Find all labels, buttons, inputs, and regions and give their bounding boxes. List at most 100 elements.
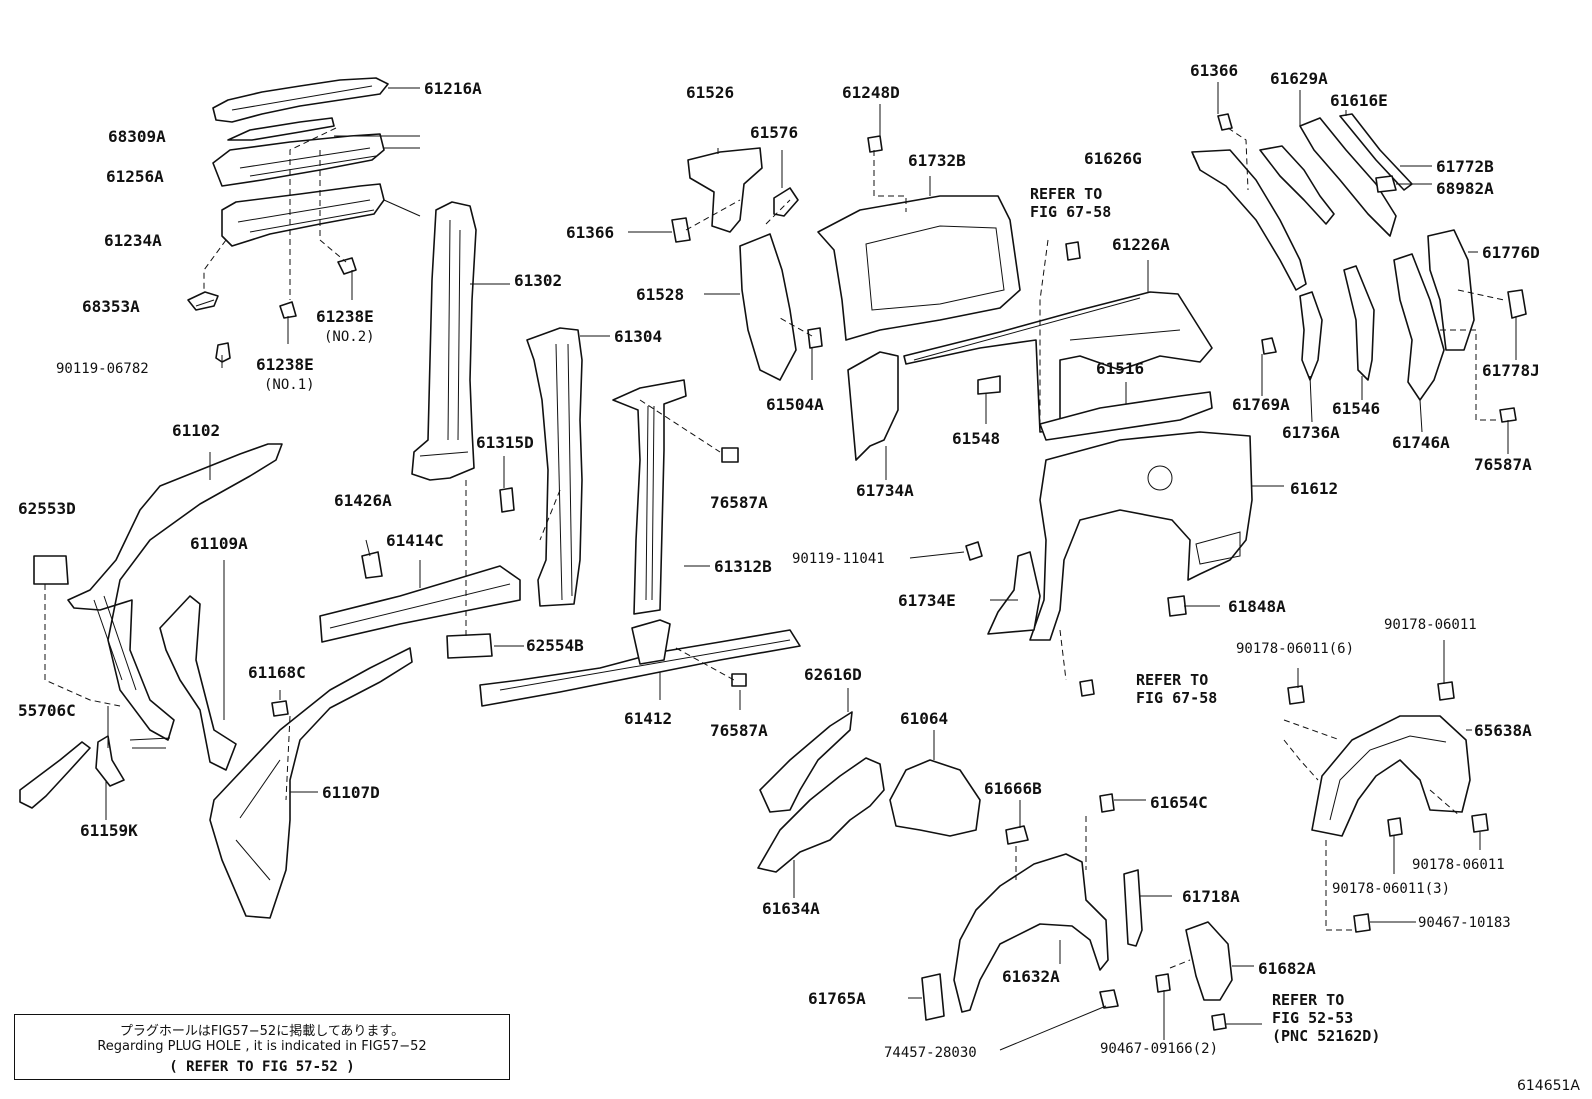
note-line-japanese: プラグホールはFIG57−52に掲載してあります。 [119,1024,405,1039]
part-61546 [1343,265,1375,381]
callout-61616E: 61616E [1330,91,1388,110]
callout-65638A: 65638A [1474,721,1532,740]
part-76587A-1 [721,447,739,463]
part-61109A [159,595,237,771]
callout-61168C: 61168C [248,663,306,682]
part-61769A [1261,337,1277,355]
callout-61238E-no2: 61238E [316,307,374,326]
part-61234A [221,183,385,247]
callout-90178-06011-r: 90178-06011 [1412,857,1505,873]
part-61248D [867,135,883,153]
callout-61629A: 61629A [1270,69,1328,88]
part-61778J [1507,289,1527,319]
part-61734E [987,551,1041,635]
dashed-assembly-lines [44,127,1505,969]
refer-to-pnc: (PNC 52162D) [1272,1027,1381,1045]
callout-90178-06011-6: 90178-06011(6) [1236,641,1355,657]
part-clip-90467-10183 [1353,913,1371,933]
part-61226A [903,291,1213,433]
callout-no2: (NO.2) [324,329,375,345]
callout-61682A: 61682A [1258,959,1316,978]
part-61302-ribs [419,219,469,457]
part-76587A-3 [1499,407,1517,423]
part-61626G [1191,149,1307,291]
part-61548 [977,375,1001,395]
part-61576 [773,187,799,217]
part-61414C [319,565,521,643]
callout-61302: 61302 [514,271,563,290]
part-61234A-ribs [237,199,375,233]
callout-61366-1: 61366 [566,223,615,242]
note-line-reference: ( REFER TO FIG 57-52 ) [169,1059,355,1075]
callout-61216A: 61216A [424,79,482,98]
part-90119-11041 [965,541,983,561]
callout-61772B: 61772B [1436,157,1494,176]
callout-76587A-2: 76587A [710,721,768,740]
part-61064 [889,759,981,837]
callout-90178-06011-top: 90178-06011 [1384,617,1477,633]
callout-68353A: 68353A [82,297,140,316]
part-61256A-ribs [239,147,377,177]
part-61238E-no1 [279,301,297,319]
part-61528 [739,233,797,381]
part-68353A [187,291,219,311]
part-65638A-rib [1329,735,1447,821]
callout-61226A: 61226A [1112,235,1170,254]
callout-62554B: 62554B [526,636,584,655]
part-clip-90178-r [1471,813,1489,833]
callout-61526: 61526 [686,83,735,102]
callout-90467-10183: 90467-10183 [1418,915,1511,931]
part-61426A [361,551,383,579]
callout-61528: 61528 [636,285,685,304]
part-61612 [1029,431,1253,641]
part-61312B [612,379,687,615]
callout-68309A: 68309A [108,127,166,146]
callout-61765A: 61765A [808,989,866,1008]
callout-90467-09166: 90467-09166(2) [1100,1041,1219,1057]
part-61168C [271,700,289,717]
part-61256A [212,133,385,187]
part-61516 [1039,391,1213,441]
callout-61626G: 61626G [1084,149,1142,168]
part-62554B [446,633,493,659]
callout-61516: 61516 [1096,359,1145,378]
callout-61504A: 61504A [766,395,824,414]
callout-61734A: 61734A [856,481,914,500]
part-61612-fuel-door [1147,465,1173,491]
callout-61248D: 61248D [842,83,900,102]
part-61304 [526,327,583,607]
callout-61654C: 61654C [1150,793,1208,812]
part-61102 [67,443,283,741]
part-61526 [687,147,763,233]
refer-to-label: REFER TO [1136,671,1209,689]
part-61412-riser [631,619,671,665]
leader-lines [105,82,1517,1051]
part-61746A [1393,253,1445,401]
callout-61666B: 61666B [984,779,1042,798]
callout-61576: 61576 [750,123,799,142]
part-61107D [209,647,413,919]
part-61682A [1185,921,1233,1001]
part-61765A [921,973,945,1021]
callout-62553D: 62553D [18,499,76,518]
callout-61776D: 61776D [1482,243,1540,262]
callout-61734E: 61734E [898,591,956,610]
callout-61256A: 61256A [106,167,164,186]
part-61366-clip [671,217,691,243]
callout-61746A: 61746A [1392,433,1450,452]
callout-61732B: 61732B [908,151,966,170]
part-61776D [1427,229,1475,351]
callout-61414C: 61414C [386,531,444,550]
refer-to-label: REFER TO [1030,185,1103,203]
callout-61612: 61612 [1290,479,1339,498]
callout-61064: 61064 [900,709,949,728]
callout-61234A: 61234A [104,231,162,250]
callout-55706C: 55706C [18,701,76,720]
callout-61109A: 61109A [190,534,248,553]
part-bolt-90119-06782 [215,342,231,363]
callout-61312B: 61312B [714,557,772,576]
part-grommet-upper [1065,241,1081,261]
